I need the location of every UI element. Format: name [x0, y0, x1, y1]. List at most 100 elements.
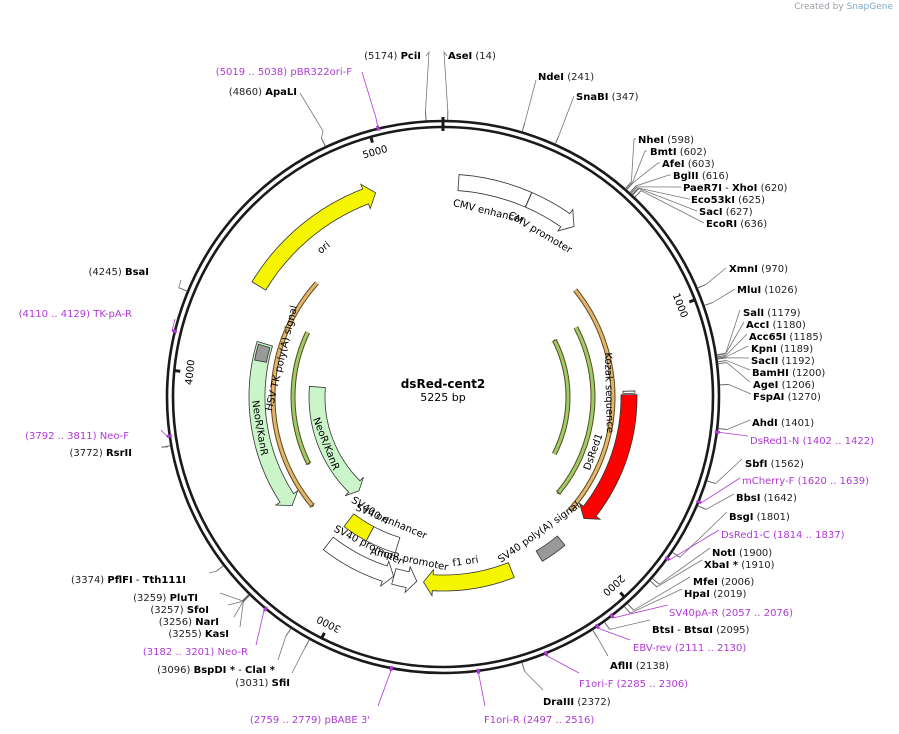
site-mark-f1ori-r	[476, 668, 481, 674]
site-label-pbr322ori-f[interactable]: (5019 .. 5038) pBR322ori-F	[216, 67, 352, 78]
site-label-tk-pa-r[interactable]: (4110 .. 4129) TK-pA-R	[19, 309, 132, 320]
site-mark-nhei	[625, 181, 632, 189]
site-mark-sbfi	[706, 480, 716, 485]
site-label-rsrii[interactable]: (3772) RsrII	[70, 448, 132, 459]
site-mark-agei	[717, 362, 727, 365]
site-mark-ahdi	[718, 427, 728, 431]
site-label-nari[interactable]: (3256) NarI	[159, 617, 219, 628]
feature-sv40-enhancer	[365, 526, 401, 554]
site-mark-dsred1-c	[664, 555, 671, 562]
feature-cmv-promoter	[524, 191, 575, 232]
site-mark-acci	[716, 353, 726, 356]
feature-kozak-sequence	[622, 390, 636, 394]
feature-sv40-poly-a-signal	[535, 535, 566, 562]
site-mark-tk-pa-r	[171, 329, 178, 334]
site-mark-kpni	[717, 356, 727, 359]
site-label-pluti[interactable]: (3259) PluTI	[133, 593, 198, 604]
site-label-bsai[interactable]: (4245) BsaI	[89, 267, 150, 278]
site-mark-aflii	[592, 629, 598, 638]
site-mark-eco53ki	[631, 187, 639, 195]
site-label-xbai[interactable]: XbaI * (1910)	[704, 560, 775, 571]
feature-ampr-promoter	[391, 565, 418, 594]
site-mark-pbabe-3	[389, 665, 394, 672]
site-label-pbabe-3[interactable]: (2759 .. 2779) pBABE 3'	[250, 715, 370, 726]
site-label-fspai[interactable]: FspAI (1270)	[753, 392, 821, 403]
site-label-ndei[interactable]: NdeI (241)	[538, 72, 594, 83]
site-leader-bsgi	[679, 511, 728, 558]
plasmid-name: dsRed-cent2	[401, 377, 486, 391]
site-label-bamhi[interactable]: BamHI (1200)	[752, 368, 825, 379]
site-label-mfei[interactable]: MfeI (2006)	[693, 577, 754, 588]
site-label-bmti[interactable]: BmtI (602)	[650, 147, 707, 158]
site-leader-xmni	[705, 267, 727, 285]
site-leader-sfoi	[227, 600, 243, 606]
site-label-mlui[interactable]: MluI (1026)	[737, 285, 798, 296]
site-label-bglii[interactable]: BglII (616)	[673, 171, 729, 182]
site-label-dsred1-c[interactable]: DsRed1-C (1814 .. 1837)	[721, 530, 845, 541]
site-label-ebv-rev[interactable]: EBV-rev (2111 .. 2130)	[633, 643, 746, 654]
site-label-kasi[interactable]: (3255) KasI	[168, 629, 229, 640]
site-leader-draiii	[524, 670, 544, 691]
site-leader-kasi	[239, 601, 244, 628]
site-leader-kpni	[725, 345, 749, 358]
site-label-btsi[interactable]: BtsI - BtsαI (2095)	[652, 625, 750, 636]
site-label-kpni[interactable]: KpnI (1189)	[751, 344, 813, 355]
site-label-ahdi[interactable]: AhdI (1401)	[752, 418, 814, 429]
site-label-saci[interactable]: SacI (627)	[699, 207, 753, 218]
site-leader-bspdi	[277, 635, 287, 661]
site-label-paer7i[interactable]: PaeR7I - XhoI (620)	[683, 183, 788, 194]
site-label-bspdi[interactable]: (3096) BspDI * - ClaI *	[157, 665, 276, 676]
site-label-pflfi[interactable]: (3374) PflFI - Tth111I	[71, 575, 186, 586]
feature-dsred1	[578, 394, 638, 520]
site-label-snabi[interactable]: SnaBI (347)	[576, 92, 639, 103]
site-label-sacii[interactable]: SacII (1192)	[751, 356, 815, 367]
orf-track-fill-3	[271, 281, 319, 507]
site-label-sfoi[interactable]: (3257) SfoI	[150, 605, 209, 616]
feature-label-ori: ori	[316, 240, 333, 257]
site-label-agei[interactable]: AgeI (1206)	[753, 380, 815, 391]
snapgene-credit: Created by SnapGene	[794, 2, 893, 12]
site-label-neo-r[interactable]: (3182 .. 3201) Neo-R	[143, 647, 248, 658]
orf-arrowhead-2	[551, 339, 559, 343]
site-label-f1ori-r[interactable]: F1ori-R (2497 .. 2516)	[484, 715, 594, 726]
site-label-draiii[interactable]: DraIII (2372)	[543, 697, 611, 708]
site-leader-f1ori-r	[478, 673, 486, 707]
credit-brand: SnapGene	[846, 2, 893, 12]
site-leader-asei	[443, 50, 449, 112]
orf-arrowhead-3	[308, 502, 315, 508]
site-label-dsred1-n[interactable]: DsRed1-N (1402 .. 1422)	[750, 436, 874, 447]
tick-label-1000: 1000	[670, 292, 689, 320]
site-label-hpai[interactable]: HpaI (2019)	[684, 589, 747, 600]
site-leader-pbabe-3	[377, 670, 392, 707]
site-label-pcii[interactable]: (5174) PciI	[364, 51, 421, 62]
site-label-noti[interactable]: NotI (1900)	[712, 548, 772, 559]
site-mark-neo-r	[262, 606, 269, 612]
site-label-afei[interactable]: AfeI (603)	[662, 159, 715, 170]
site-label-sv40pa-r[interactable]: SV40pA-R (2057 .. 2076)	[669, 608, 793, 619]
site-label-sali[interactable]: SalI (1179)	[743, 308, 801, 319]
site-label-ecori[interactable]: EcoRI (636)	[706, 219, 767, 230]
site-label-xmni[interactable]: XmnI (970)	[729, 264, 788, 275]
site-label-sfii[interactable]: (3031) SfiI	[235, 678, 290, 689]
site-label-acc65i[interactable]: Acc65I (1185)	[749, 332, 823, 343]
site-label-asei[interactable]: AseI (14)	[448, 51, 496, 62]
site-mark-pbr322ori-f	[376, 125, 381, 132]
site-label-acci[interactable]: AccI (1180)	[746, 320, 806, 331]
site-label-aflii[interactable]: AflII (2138)	[610, 661, 669, 672]
site-mark-mcherry-f	[695, 499, 702, 505]
site-label-f1ori-f[interactable]: F1ori-F (2285 .. 2306)	[579, 679, 688, 690]
orf-arrowhead-0	[567, 506, 574, 512]
site-mark-noti	[652, 578, 660, 585]
site-label-bsgi[interactable]: BsgI (1801)	[729, 512, 790, 523]
site-label-eco53ki[interactable]: Eco53kI (625)	[691, 195, 765, 206]
site-label-bbsi[interactable]: BbsI (1642)	[736, 493, 797, 504]
site-leader-ahdi	[726, 419, 751, 430]
site-label-mcherry-f[interactable]: mCherry-F (1620 .. 1639)	[742, 476, 869, 487]
site-label-neo-f[interactable]: (3792 .. 3811) Neo-F	[25, 431, 129, 442]
site-label-apali[interactable]: (4860) ApaLI	[229, 87, 297, 98]
site-mark-mlui	[704, 301, 714, 306]
site-label-nhei[interactable]: NheI (598)	[638, 135, 694, 146]
orf-arrowhead-4	[304, 461, 312, 465]
site-label-sbfi[interactable]: SbfI (1562)	[745, 459, 804, 470]
site-leader-agei	[726, 362, 751, 383]
